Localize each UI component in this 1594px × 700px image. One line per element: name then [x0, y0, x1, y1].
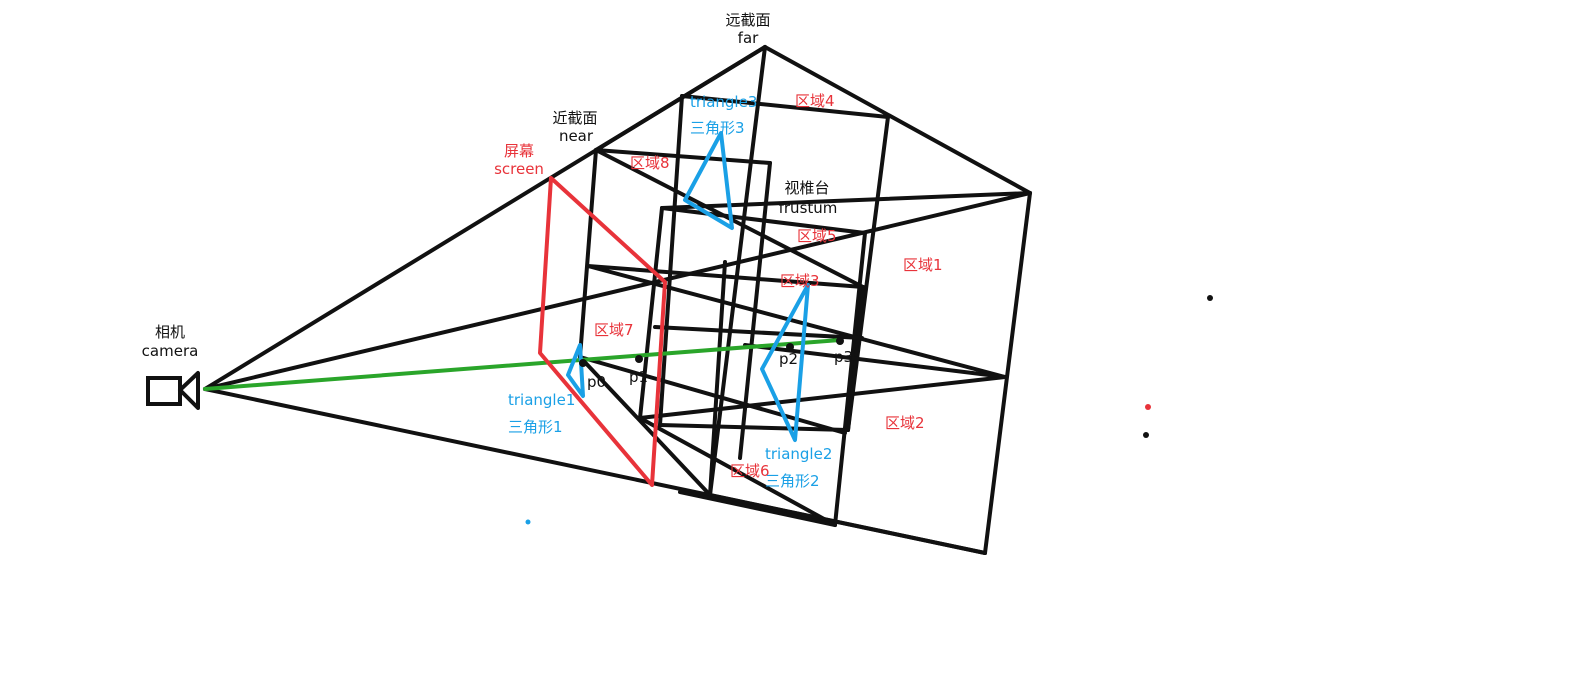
near-label-cn: 近截面	[552, 109, 597, 127]
frustum-label-cn: 视椎台	[784, 179, 829, 197]
near-label-en: near	[559, 127, 594, 145]
far-label-en: far	[738, 29, 759, 47]
region-7-label: 区域7	[594, 321, 634, 339]
green-ray	[203, 338, 842, 391]
p3-label: p3	[834, 348, 853, 366]
frustum-label-en: frustum	[779, 199, 838, 217]
camera-label-cn: 相机	[155, 323, 185, 341]
triangle3	[683, 131, 734, 230]
triangle1-label-cn: 三角形1	[508, 418, 563, 436]
p2-label: p2	[779, 350, 798, 368]
point-p3	[836, 337, 844, 345]
triangle2-label-cn: 三角形2	[765, 472, 820, 490]
triangle2-label-en: triangle2	[765, 445, 832, 463]
triangle3-label-cn: 三角形3	[690, 119, 745, 137]
region-6-label: 区域6	[730, 462, 770, 480]
region-5-label: 区域5	[797, 227, 837, 245]
p1-label: p1	[629, 368, 648, 386]
region-4-label: 区域4	[795, 92, 835, 110]
screen-label-cn: 屏幕	[504, 142, 534, 160]
region-8-label: 区域8	[630, 154, 670, 172]
intersection-points	[579, 337, 844, 367]
region-2-label: 区域2	[885, 414, 925, 432]
p0-label: p0	[587, 373, 606, 391]
triangle1	[566, 343, 585, 398]
region-3-label: 区域3	[780, 272, 820, 290]
point-p1	[635, 355, 643, 363]
stray-dots	[525, 295, 1213, 525]
camera-label-en: camera	[142, 342, 199, 360]
far-label-cn: 远截面	[725, 11, 770, 29]
region-1-label: 区域1	[903, 256, 943, 274]
screen-plane	[538, 176, 667, 487]
point-p2	[786, 343, 794, 351]
screen-label-en: screen	[494, 160, 544, 178]
triangle1-label-en: triangle1	[508, 391, 575, 409]
triangle2	[760, 283, 810, 442]
point-p0	[579, 359, 587, 367]
frustum-edges	[578, 45, 1032, 555]
triangle3-label-en: triangle3	[690, 93, 757, 111]
camera-icon	[146, 371, 200, 410]
